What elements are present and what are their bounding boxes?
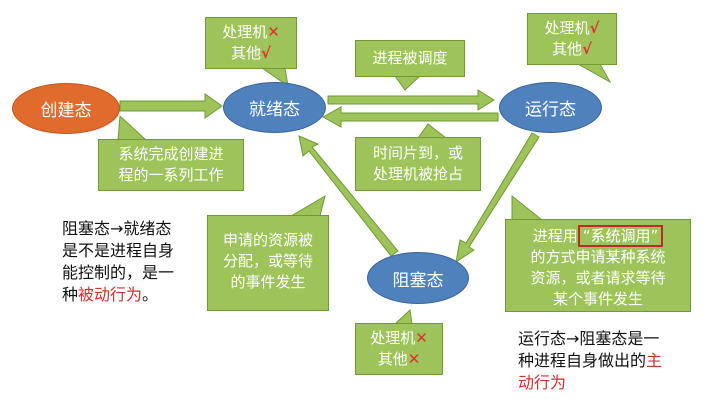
callout-line: 分配，或等待 — [222, 252, 313, 270]
callout-prefix: 进程用 — [532, 227, 578, 245]
arrow-running-to-blocked — [455, 132, 540, 264]
node-blocked: 阻塞态 — [367, 252, 469, 304]
callout-blocked-to-ready: 申请的资源被 分配，或等待 的事件发生 — [207, 215, 329, 311]
resource-line: 处理机✕ — [356, 328, 442, 349]
resource-callout-ready: 处理机✕ 其他√ — [205, 17, 297, 69]
callout-line: 某个事件发生 — [552, 290, 643, 308]
note-line: 种进程自身做出的主 — [518, 350, 688, 372]
resource-line: 其他√ — [206, 43, 296, 64]
callout-tail-res-running — [576, 63, 612, 84]
callout-line: 进程用“系统调用” — [506, 225, 690, 247]
resource-label: 其他 — [551, 40, 582, 58]
resource-callout-blocked: 处理机✕ 其他✕ — [355, 323, 443, 375]
callout-tail-schedule — [394, 75, 422, 91]
resource-label: 处理机 — [370, 329, 416, 347]
note-running-to-blocked: 运行态→阻塞态是一 种进程自身做出的主 动行为 — [518, 328, 688, 394]
resource-callout-running: 处理机√ 其他√ — [527, 13, 617, 65]
callout-line: 处理机被抢占 — [372, 165, 463, 183]
check-mark-icon: √ — [261, 44, 272, 62]
callout-running-to-blocked: 进程用“系统调用” 的方式申请某种系统 资源，或者请求等待 某个事件发生 — [505, 219, 691, 312]
callout-tail-blocked-ready — [289, 194, 326, 217]
cross-mark-icon: ✕ — [407, 350, 421, 368]
note-line: 动行为 — [518, 372, 688, 394]
note-line: 能控制的，是一 — [62, 263, 175, 282]
cross-mark-icon: ✕ — [267, 23, 280, 41]
resource-line: 其他✕ — [356, 349, 442, 370]
resource-label: 处理机 — [544, 19, 590, 37]
note-text: 种 — [62, 285, 79, 304]
note-text: 种进程自身做出的 — [518, 351, 647, 370]
callout-line: 程的一系列工作 — [118, 166, 224, 184]
note-blocked-to-ready: 阻塞态→就绪态 是不是进程自身 能控制的，是一 种被动行为。 — [62, 218, 202, 306]
callout-create-to-ready: 系统完成创建进 程的一系列工作 — [98, 139, 244, 191]
check-mark-icon: √ — [589, 19, 600, 37]
callout-line: 的方式申请某种系统 — [530, 248, 666, 266]
callout-line: 系统完成创建进 — [118, 145, 224, 163]
note-line: 是不是进程自身 — [62, 241, 175, 260]
resource-label: 其他 — [377, 350, 408, 368]
callout-tail-running-blocked — [511, 194, 544, 221]
resource-line: 处理机√ — [528, 18, 616, 39]
note-highlight: 动行为 — [518, 373, 567, 392]
resource-line: 处理机✕ — [206, 22, 296, 43]
arrow-create-to-ready — [119, 93, 223, 119]
callout-line: 申请的资源被 — [222, 231, 313, 249]
note-line: 运行态→阻塞态是一 — [518, 329, 660, 348]
note-line: 种被动行为。 — [62, 284, 202, 306]
note-highlight: 被动行为 — [78, 285, 143, 304]
node-create: 创建态 — [12, 83, 120, 134]
check-mark-icon: √ — [582, 40, 593, 58]
resource-line: 其他√ — [528, 39, 616, 60]
callout-running-to-ready: 时间片到，或 处理机被抢占 — [355, 137, 481, 191]
node-ready: 就绪态 — [223, 82, 326, 133]
note-text: 。 — [142, 285, 159, 304]
resource-label: 处理机 — [222, 23, 268, 41]
resource-label: 其他 — [230, 44, 261, 62]
callout-ready-to-running: 进程被调度 — [355, 40, 465, 77]
callout-line: 的事件发生 — [230, 273, 306, 291]
callout-tail-res-blocked — [393, 308, 413, 325]
callout-tail-timeslice — [417, 123, 448, 139]
arrow-blocked-to-ready — [298, 135, 399, 257]
node-running: 运行态 — [499, 82, 602, 133]
callout-line: 时间片到，或 — [372, 144, 463, 162]
cross-mark-icon: ✕ — [415, 329, 428, 347]
note-highlight: 主 — [646, 351, 663, 370]
arrow-ready-to-running — [327, 89, 495, 111]
system-call-highlight: “系统调用” — [577, 225, 664, 247]
callout-line: 资源，或者请求等待 — [530, 269, 666, 287]
arrow-running-to-ready — [321, 106, 499, 128]
note-line: 阻塞态→就绪态 — [62, 219, 172, 238]
callout-tail-create-ready — [117, 114, 148, 141]
callout-line: 进程被调度 — [372, 49, 448, 67]
